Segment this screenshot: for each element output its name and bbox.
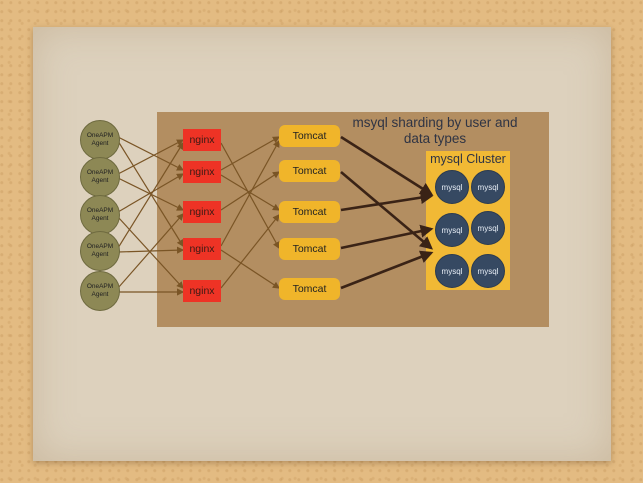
link-agent5-nginx3 xyxy=(117,213,184,289)
nginx-node: nginx xyxy=(183,161,221,183)
tomcat-node: Tomcat xyxy=(279,160,340,182)
nginx-node: nginx xyxy=(183,201,221,223)
nginx-node: nginx xyxy=(183,129,221,151)
tomcat-node: Tomcat xyxy=(279,125,340,147)
link-tomcat3-cluster xyxy=(340,191,434,212)
link-nginx4-tomcat1 xyxy=(220,139,280,247)
link-agent4-nginx1 xyxy=(117,141,184,249)
link-nginx5-tomcat3 xyxy=(220,214,280,289)
mysql-node: mysql xyxy=(471,254,505,288)
link-agent3-nginx2 xyxy=(117,173,185,213)
tomcat-node: Tomcat xyxy=(279,201,340,223)
link-agent2-nginx3 xyxy=(117,177,185,211)
mysql-node: mysql xyxy=(435,254,469,288)
oneapm-agent-node: OneAPM Agent xyxy=(80,120,120,160)
link-tomcat1-cluster xyxy=(340,135,434,196)
mysql-node: mysql xyxy=(435,170,469,204)
link-tomcat5-cluster xyxy=(340,250,434,290)
link-agent2-nginx1 xyxy=(117,139,185,175)
link-tomcat2-cluster xyxy=(340,171,433,250)
mysql-node: mysql xyxy=(435,213,469,247)
cluster-title: mysql Cluster xyxy=(430,152,506,166)
oneapm-agent-node: OneAPM Agent xyxy=(80,271,120,311)
link-agent3-nginx5 xyxy=(117,216,184,289)
link-nginx1-tomcat4 xyxy=(220,142,280,250)
tomcat-node: Tomcat xyxy=(279,238,340,260)
diagram-heading: msyql sharding by user and data types xyxy=(352,115,518,146)
link-nginx4-tomcat5 xyxy=(220,249,281,289)
mysql-node: mysql xyxy=(471,211,505,245)
link-nginx3-tomcat2 xyxy=(220,171,281,211)
oneapm-agent-node: OneAPM Agent xyxy=(80,195,120,235)
nginx-node: nginx xyxy=(183,280,221,302)
oneapm-agent-node: OneAPM Agent xyxy=(80,157,120,197)
nginx-node: nginx xyxy=(183,238,221,260)
link-nginx2-tomcat1 xyxy=(220,136,281,171)
link-agent1-nginx2 xyxy=(117,136,185,171)
link-tomcat4-cluster xyxy=(340,224,434,250)
tomcat-node: Tomcat xyxy=(279,278,340,300)
mysql-node: mysql xyxy=(471,170,505,204)
oneapm-agent-node: OneAPM Agent xyxy=(80,231,120,271)
